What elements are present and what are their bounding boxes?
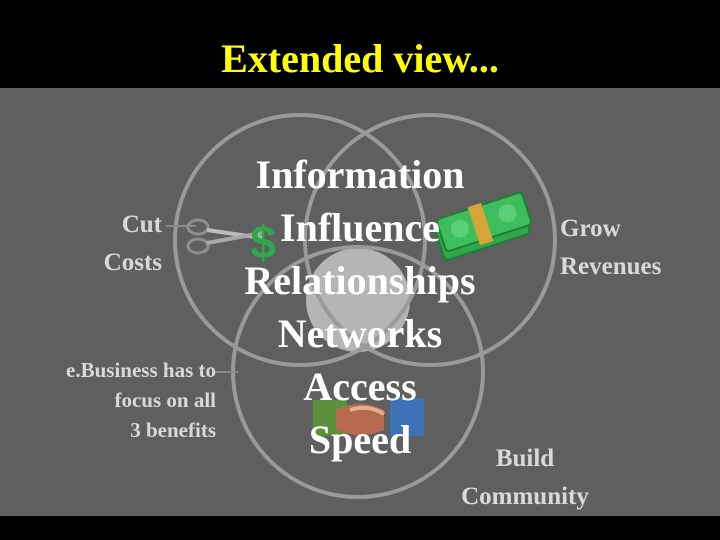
center-item-information: Information xyxy=(255,152,465,197)
center-item-access: Access xyxy=(303,364,417,409)
venn-circle-grow-revenues xyxy=(303,113,557,367)
label-cut-costs-line-2: Costs xyxy=(103,249,162,276)
label-focus-note-line-1: e.Business has to xyxy=(66,358,216,382)
center-item-influence: Influence xyxy=(280,205,440,250)
center-item-relationships: Relationships xyxy=(244,258,476,303)
dollar-sign-icon: $ xyxy=(250,216,276,268)
label-build-community-line-2: Community xyxy=(461,483,589,510)
label-cut-costs: Cut Costs xyxy=(70,206,162,282)
venn-center xyxy=(306,248,410,352)
slide-title: Extended view... xyxy=(221,36,499,81)
label-grow-revenues-line-2: Revenues xyxy=(560,253,662,280)
center-items: Information Influence Relationships Netw… xyxy=(220,148,500,466)
label-grow-revenues: Grow Revenues xyxy=(560,210,690,286)
venn-circle-cut-costs xyxy=(173,113,427,367)
center-item-speed: Speed xyxy=(308,417,412,462)
handshake-icon xyxy=(313,398,424,436)
label-build-community-line-1: Build xyxy=(495,445,555,472)
label-build-community: Build Community xyxy=(440,440,610,516)
label-focus-note-line-2: focus on all xyxy=(114,388,216,412)
label-focus-note-line-3: 3 benefits xyxy=(130,418,216,442)
center-item-networks: Networks xyxy=(277,311,443,356)
svg-text:$: $ xyxy=(250,216,276,268)
label-grow-revenues-line-1: Grow xyxy=(560,215,621,242)
label-focus-note: e.Business has to focus on all 3 benefit… xyxy=(0,355,216,445)
title-band xyxy=(0,0,720,88)
label-cut-costs-line-1: Cut xyxy=(121,211,162,238)
money-stack-icon xyxy=(434,191,532,261)
scissors-icon xyxy=(186,218,263,255)
footer-band xyxy=(0,516,720,540)
